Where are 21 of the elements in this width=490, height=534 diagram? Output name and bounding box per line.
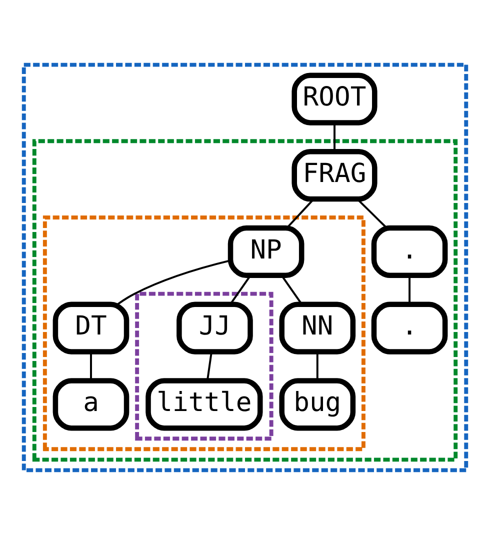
node-box: NN [279, 301, 356, 354]
cluster [42, 215, 366, 451]
connector [316, 351, 318, 380]
cluster [32, 138, 458, 462]
connector [206, 351, 212, 380]
connector [90, 351, 92, 380]
node-box: . [371, 224, 448, 278]
cluster [22, 62, 468, 472]
node-box: FRAG [292, 148, 378, 202]
node-box: . [371, 301, 448, 354]
node-box: JJ [176, 301, 253, 354]
node-box: a [52, 378, 130, 430]
connector [408, 275, 411, 304]
node-box: little [146, 378, 263, 430]
node-box: DT [52, 301, 130, 354]
connector [334, 122, 336, 152]
node-box: ROOT [292, 72, 378, 125]
node-box: bug [279, 378, 356, 430]
node-box: NP [228, 224, 304, 278]
connector [117, 259, 230, 305]
cluster [135, 291, 274, 440]
